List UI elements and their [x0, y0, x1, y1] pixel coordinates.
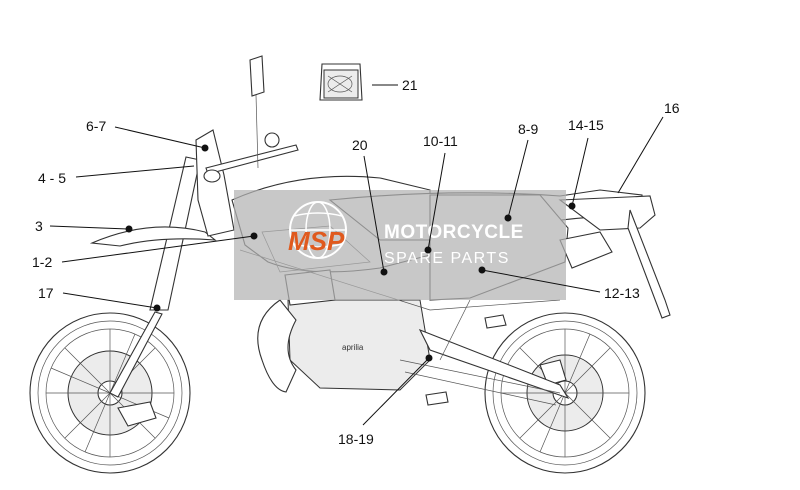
leader-18-19 — [362, 357, 430, 426]
front-fork-right — [109, 311, 163, 398]
mirror — [249, 55, 265, 97]
engine-brand-text: aprilia — [342, 343, 364, 352]
expansion-chamber — [257, 299, 297, 393]
rear-shock — [439, 299, 471, 361]
callout-3: 3 — [35, 218, 43, 234]
leader-14-15 — [571, 137, 589, 207]
callout-8-9: 8-9 — [518, 121, 538, 137]
watermark: MSP MOTORCYCLE SPARE PARTS — [234, 190, 566, 300]
callout-4-5: 4 - 5 — [38, 170, 66, 186]
leader-3 — [49, 225, 130, 230]
grip — [203, 169, 221, 183]
footpeg-rear — [484, 314, 507, 329]
callout-20: 20 — [352, 137, 368, 153]
leader-20 — [363, 155, 385, 273]
footpeg — [425, 391, 449, 406]
callout-17: 17 — [38, 285, 54, 301]
leader-4-5 — [75, 165, 195, 178]
leader-12-13 — [481, 269, 601, 293]
leader-8-9 — [507, 139, 529, 219]
leader-10-11 — [427, 152, 446, 251]
leader-1-2 — [61, 235, 255, 263]
exhaust-silencer — [559, 231, 613, 269]
watermark-logo: MSP — [288, 226, 345, 256]
callout-21: 21 — [402, 77, 418, 93]
callout-14-15: 14-15 — [568, 117, 604, 133]
swingarm — [418, 328, 570, 400]
callout-12-13: 12-13 — [604, 285, 640, 301]
callout-16: 16 — [664, 100, 680, 116]
leader-dots — [125, 144, 576, 362]
watermark-title: MOTORCYCLE — [384, 222, 524, 243]
leader-6-7 — [114, 126, 206, 149]
callout-6-7: 6-7 — [86, 118, 106, 134]
callout-1-2: 1-2 — [32, 254, 52, 270]
watermark-subtitle: SPARE PARTS — [384, 250, 510, 267]
handlebar-clamp — [264, 132, 280, 148]
leader-lines — [49, 84, 664, 426]
leader-17 — [62, 292, 158, 309]
chain — [399, 359, 561, 406]
rear-number-bracket — [627, 209, 671, 319]
callout-10-11: 10-11 — [423, 133, 458, 149]
front-number-plate — [195, 129, 235, 237]
callout-labels: 21 16 6-7 14-15 8-9 10-11 20 4 - 5 3 1-2… — [32, 77, 680, 447]
mirror-stem — [255, 94, 259, 169]
front-fender — [89, 226, 217, 247]
callout-18-19: 18-19 — [338, 431, 374, 447]
leader-16 — [617, 116, 664, 194]
decal-kit-booklet — [319, 63, 363, 101]
